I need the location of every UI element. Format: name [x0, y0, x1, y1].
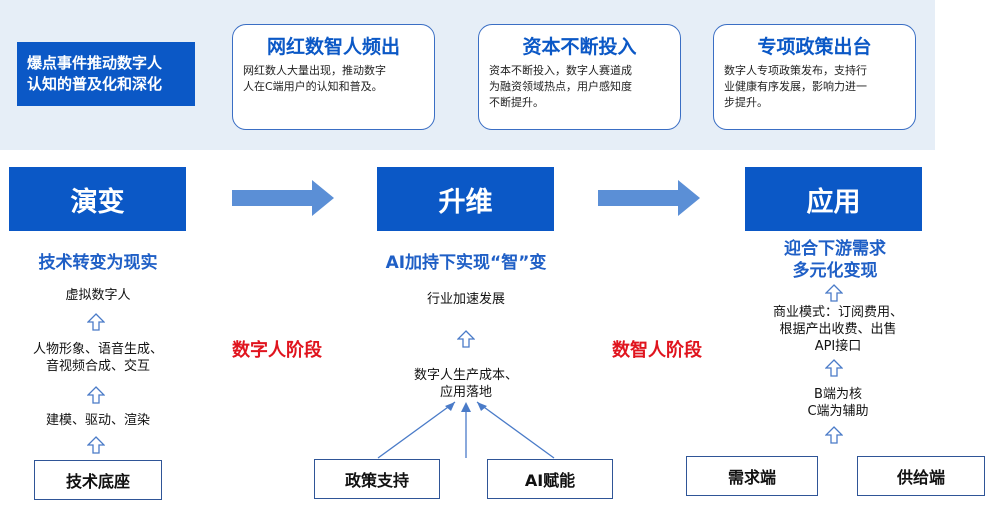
card-capital: 资本不断投入 资本不断投入，数字人赛道成 为融资领域热点，用户感知度 不断提升。: [478, 24, 681, 130]
card-desc: 资本不断投入，数字人赛道成 为融资领域热点，用户感知度 不断提升。: [489, 64, 632, 109]
card-title: 资本不断投入: [522, 36, 637, 58]
step-modeling: 建模、驱动、渲染: [45, 413, 150, 428]
up-arrow-icon: [87, 386, 105, 404]
up-arrow-icon: [825, 284, 843, 302]
right-arrow-icon: [598, 180, 700, 216]
subtitle-upgrade: AI加持下实现“智”变: [385, 253, 547, 273]
phase-digital-intelligent-human: 数智人阶段: [612, 340, 702, 361]
base-ai-empowerment: AI赋能: [487, 459, 613, 499]
card-policy: 专项政策出台 数字人专项政策发布，支持行 业健康有序发展，影响力进一 步提升。: [713, 24, 916, 130]
phase-digital-human: 数字人阶段: [232, 340, 322, 361]
banner-label: 爆点事件推动数字人 认知的普及化和深化: [17, 42, 195, 106]
converging-lines: [377, 401, 555, 459]
card-desc: 数字人专项政策发布，支持行 业健康有序发展，影响力进一 步提升。: [724, 64, 867, 109]
base-supply-side: 供给端: [857, 456, 985, 496]
step-character-generation: 人物形象、语音生成、 音视频合成、交互: [32, 342, 163, 374]
subtitle-application: 迎合下游需求 多元化变现: [784, 239, 886, 281]
up-arrow-icon: [87, 436, 105, 454]
card-desc: 网红数人大量出现，推动数字 人在C端用户的认知和普及。: [243, 64, 386, 93]
card-title: 专项政策出台: [757, 36, 872, 58]
base-policy-support: 政策支持: [314, 459, 440, 499]
stage-application: 应用: [745, 167, 922, 231]
up-arrow-icon: [457, 330, 475, 348]
subtitle-evolution: 技术转变为现实: [38, 253, 158, 273]
step-b-c-side: B端为核 C端为辅助: [807, 387, 869, 419]
base-demand-side: 需求端: [686, 456, 818, 496]
up-arrow-icon: [87, 313, 105, 331]
right-arrow-icon: [232, 180, 334, 216]
step-industry-acceleration: 行业加速发展: [426, 292, 505, 307]
up-arrow-icon: [825, 426, 843, 444]
card-influencer: 网红数智人频出 网红数人大量出现，推动数字 人在C端用户的认知和普及。: [232, 24, 435, 130]
stage-upgrade: 升维: [377, 167, 554, 231]
step-business-model: 商业模式：订阅费用、 根据产出收费、出售 API接口: [772, 305, 903, 354]
step-cost-landing: 数字人生产成本、 应用落地: [413, 368, 518, 400]
up-arrow-icon: [825, 359, 843, 377]
base-tech-foundation: 技术底座: [34, 460, 162, 500]
card-title: 网红数智人频出: [266, 36, 400, 58]
step-virtual-human: 虚拟数字人: [65, 288, 131, 303]
stage-evolution: 演变: [9, 167, 186, 231]
